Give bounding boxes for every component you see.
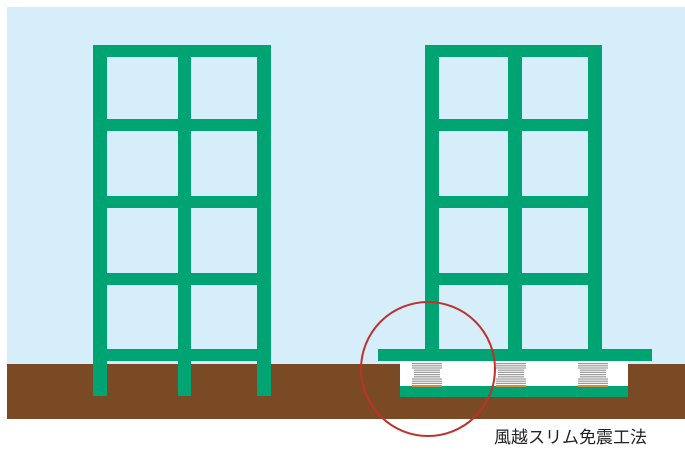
isolator-layer <box>496 382 526 384</box>
left-building-roof-beam <box>93 45 271 57</box>
isolation-pit <box>400 361 628 386</box>
isolator-layer <box>414 369 440 371</box>
left-building-column-left <box>93 45 107 396</box>
sky-background <box>7 7 685 364</box>
left-building-base-beam <box>93 349 271 361</box>
isolator-layer <box>580 371 606 373</box>
left-building-floor-beam <box>93 196 271 208</box>
isolator-layer <box>578 363 608 365</box>
isolator-bearing-icon <box>578 363 608 387</box>
highlight-circle <box>360 301 496 437</box>
isolated-base-slab <box>378 349 652 361</box>
isolator-layer <box>412 365 442 367</box>
isolator-layer <box>498 369 524 371</box>
method-caption: 風越スリム免震工法 <box>494 428 647 448</box>
right-building-floor-beam <box>425 196 602 208</box>
right-building-floor-beam <box>425 119 602 131</box>
right-building-floor-beam <box>425 273 602 285</box>
isolator-layer <box>578 378 608 380</box>
isolator-layer <box>580 369 606 371</box>
isolator-layer <box>496 363 526 365</box>
isolator-bearing-icon <box>496 363 526 387</box>
isolator-layer <box>578 382 608 384</box>
left-building-column-right <box>257 45 271 396</box>
left-building-floor-beam <box>93 119 271 131</box>
isolator-layer <box>496 367 526 369</box>
isolator-layer <box>412 367 442 369</box>
isolator-layer <box>580 376 606 378</box>
isolator-layer <box>498 371 524 373</box>
foundation-slab <box>400 386 628 397</box>
isolator-layer <box>580 374 606 376</box>
isolator-layer <box>496 365 526 367</box>
isolator-layer <box>414 371 440 373</box>
isolator-layer <box>578 367 608 369</box>
isolator-layer <box>414 376 440 378</box>
isolated-building <box>378 45 652 361</box>
isolator-layer <box>578 380 608 382</box>
isolator-layer <box>412 363 442 365</box>
isolator-layer <box>412 380 442 382</box>
isolator-layer <box>496 378 526 380</box>
conventional-building <box>93 45 271 396</box>
isolator-base-plate <box>496 385 526 387</box>
left-building-floor-beam <box>93 273 271 285</box>
isolator-layer <box>498 376 524 378</box>
isolator-bearing-icon <box>412 363 442 387</box>
right-building-roof-beam <box>425 45 602 57</box>
isolator-group <box>412 363 608 387</box>
left-building-column-center <box>178 45 191 396</box>
isolator-layer <box>578 365 608 367</box>
isolator-base-plate <box>578 385 608 387</box>
isolator-layer <box>414 374 440 376</box>
isolator-layer <box>412 378 442 380</box>
isolator-layer <box>496 380 526 382</box>
isolator-layer <box>412 382 442 384</box>
isolator-layer <box>498 374 524 376</box>
isolator-base-plate <box>412 385 442 387</box>
